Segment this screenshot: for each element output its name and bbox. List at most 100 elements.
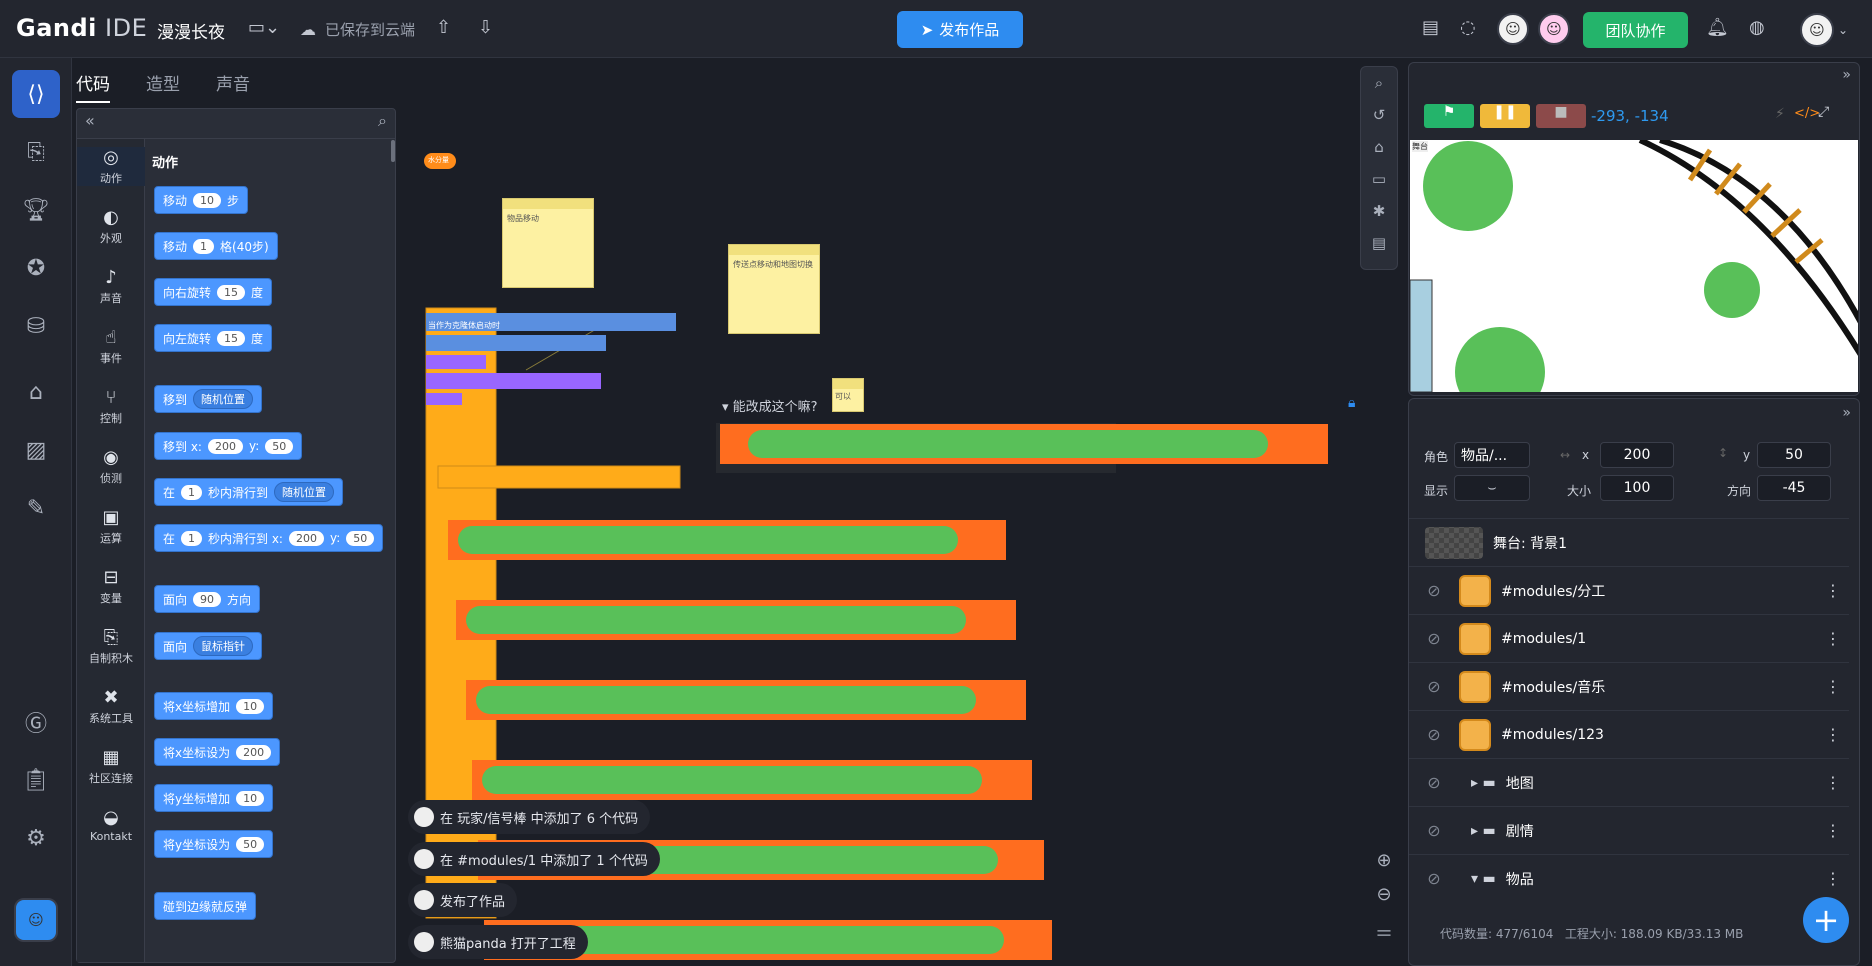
category-2[interactable]: ♪声音 — [77, 267, 145, 306]
more-icon[interactable]: ⋮ — [1825, 581, 1841, 600]
publish-button[interactable]: ➤发布作品 — [897, 11, 1023, 48]
number-input[interactable]: 1 — [181, 530, 203, 546]
category-4[interactable]: ⑂控制 — [77, 387, 145, 426]
zoom-reset-icon[interactable]: ＝ — [1375, 924, 1393, 945]
category-5[interactable]: ◉侦测 — [77, 447, 145, 486]
number-input[interactable]: 50 — [265, 438, 294, 454]
database-icon[interactable]: ⛁ — [26, 313, 46, 339]
clipboard-icon[interactable]: 📋︎ — [22, 767, 50, 793]
hat-block[interactable]: 当作为克隆体启动时 — [428, 321, 500, 330]
upload-icon[interactable]: ⇧ — [436, 17, 452, 38]
category-10[interactable]: ▦社区连接 — [77, 747, 145, 786]
globe-icon[interactable]: ◍ — [1749, 17, 1765, 38]
sprite-row[interactable]: ⊘#modules/123⋮ — [1409, 710, 1849, 758]
collaborator-avatar[interactable]: ☺ — [1497, 13, 1529, 45]
sticky-note[interactable]: 物品移动 — [502, 198, 594, 288]
tab-sound[interactable]: 声音 — [216, 75, 250, 95]
code-editor-icon[interactable]: ⟨⟩ — [12, 70, 60, 118]
trophy-icon[interactable]: 🏆︎ — [22, 197, 50, 223]
x-field[interactable]: 200 — [1600, 442, 1674, 468]
robot-icon[interactable]: ⌂ — [1374, 138, 1384, 156]
history-icon[interactable]: ↺ — [1372, 106, 1386, 124]
sprite-row[interactable]: ⊘#modules/分工⋮ — [1409, 566, 1849, 614]
team-collab-button[interactable]: 团队协作 — [1583, 12, 1688, 48]
chevron-down-icon[interactable]: ⌄ — [1838, 23, 1849, 37]
zoom-out-icon[interactable]: ⊖ — [1376, 884, 1392, 905]
code-icon[interactable]: </> — [1794, 106, 1821, 121]
collaborator-avatar[interactable]: ☺ — [1538, 13, 1570, 45]
hidden-eye-icon[interactable]: ⊘ — [1427, 677, 1441, 696]
palette-block[interactable]: 面向鼠标指针 — [154, 632, 263, 660]
hidden-eye-icon[interactable]: ⊘ — [1427, 869, 1441, 888]
number-input[interactable]: 15 — [217, 330, 246, 346]
image-icon[interactable]: ▨ — [25, 437, 47, 463]
hidden-eye-icon[interactable]: ⊘ — [1427, 821, 1441, 840]
zoom-in-icon[interactable]: ⊕ — [1376, 850, 1392, 871]
user-avatar[interactable]: ☺ — [1800, 13, 1834, 47]
sprite-row[interactable]: ⊘#modules/1⋮ — [1409, 614, 1849, 662]
number-input[interactable]: 50 — [236, 836, 265, 852]
sprite-row[interactable]: ⊘#modules/音乐⋮ — [1409, 662, 1849, 710]
badge-icon[interactable]: ✪ — [26, 255, 46, 281]
size-field[interactable]: 100 — [1600, 475, 1674, 501]
folder-icon[interactable]: ▭⌄ — [248, 17, 281, 38]
number-input[interactable]: 200 — [288, 530, 324, 546]
collapse-icon[interactable]: « — [85, 111, 95, 130]
palette-block[interactable]: 移到随机位置 — [154, 385, 263, 413]
number-input[interactable]: 200 — [236, 744, 272, 760]
expand-icon[interactable]: » — [1842, 405, 1851, 421]
add-sprite-button[interactable]: + — [1803, 897, 1849, 943]
more-icon[interactable]: ⋮ — [1825, 725, 1841, 744]
number-input[interactable]: 10 — [236, 790, 265, 806]
search-icon[interactable]: ⌕ — [378, 111, 387, 130]
direction-field[interactable]: -45 — [1757, 475, 1831, 501]
settings-icon[interactable]: ⚙ — [26, 825, 46, 851]
more-icon[interactable]: ⋮ — [1825, 677, 1841, 696]
comment-title[interactable]: ▾ 能改成这个嘛? — [722, 400, 818, 415]
folder-row[interactable]: ⊘▸ ▬剧情⋮ — [1409, 806, 1849, 854]
sticky-note[interactable]: 可以 — [832, 378, 864, 412]
doc-check-icon[interactable]: ▤ — [1422, 17, 1440, 38]
tab-costume[interactable]: 造型 — [146, 75, 180, 95]
category-0[interactable]: ◎动作 — [77, 147, 145, 186]
folder-row[interactable]: ⊘▸ ▬地图⋮ — [1409, 758, 1849, 806]
category-8[interactable]: ⎘自制积木 — [77, 627, 145, 666]
lock-icon[interactable]: 🔒︎ — [1348, 395, 1356, 411]
download-icon[interactable]: ⇩ — [478, 17, 494, 38]
more-icon[interactable]: ⋮ — [1825, 773, 1841, 792]
document-icon[interactable]: ▤ — [1371, 234, 1387, 252]
find-icon[interactable]: ⌕ — [1374, 74, 1384, 92]
number-input[interactable]: 50 — [346, 530, 375, 546]
dropdown[interactable]: 随机位置 — [274, 482, 335, 502]
number-input[interactable]: 90 — [193, 591, 222, 607]
number-input[interactable]: 200 — [207, 438, 243, 454]
turbo-icon[interactable]: ⚡ — [1775, 106, 1785, 122]
number-input[interactable]: 15 — [217, 284, 246, 300]
visibility-toggle[interactable]: ⌣ — [1454, 475, 1530, 501]
number-input[interactable]: 10 — [236, 698, 265, 714]
stop-button[interactable]: ■ — [1536, 104, 1586, 128]
dropdown[interactable]: 鼠标指针 — [193, 636, 254, 656]
app-logo[interactable]: Gandi IDE — [16, 14, 148, 42]
number-input[interactable]: 10 — [193, 192, 222, 208]
pause-button[interactable]: ❚❚ — [1480, 104, 1530, 128]
hidden-eye-icon[interactable]: ⊘ — [1427, 773, 1441, 792]
dropdown[interactable]: 随机位置 — [193, 389, 254, 409]
more-icon[interactable]: ⋮ — [1825, 821, 1841, 840]
fullscreen-icon[interactable]: ⤢ — [1818, 104, 1830, 120]
category-9[interactable]: ✖系统工具 — [77, 687, 145, 726]
extension-icon[interactable]: ⎘ — [27, 139, 45, 165]
backdrop-row[interactable]: 舞台: 背景1 — [1409, 518, 1849, 566]
more-icon[interactable]: ⋮ — [1825, 869, 1841, 888]
code-workspace[interactable]: 物品移动 传送点移动和地图切换 可以 当作为克隆体启动时 水分量 — [398, 58, 1398, 966]
